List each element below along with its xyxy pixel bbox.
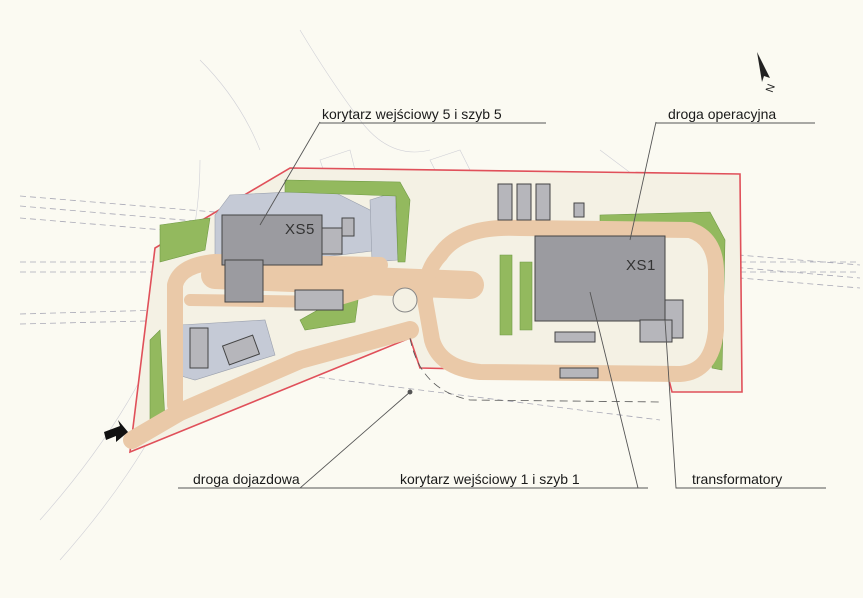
- label-corridor-1: korytarz wejściowy 1 i szyb 1: [400, 471, 580, 487]
- entry-arrow-icon: [104, 420, 128, 442]
- north-letter: N: [764, 83, 778, 95]
- building-xs5-low: [224, 259, 264, 303]
- building-xs1-main: [534, 235, 666, 322]
- roads: [123, 219, 724, 449]
- building-label-xs1: XS1: [626, 257, 656, 274]
- label-transformers: transformatory: [692, 471, 783, 487]
- north-arrow-icon: N: [757, 52, 778, 94]
- building-label-xs5: XS5: [285, 221, 315, 238]
- label-access-road: droga dojazdowa: [193, 471, 300, 487]
- label-corridor-5: korytarz wejściowy 5 i szyb 5: [322, 106, 502, 122]
- label-operational-road: droga operacyjna: [668, 106, 777, 122]
- label-underlines: [178, 122, 826, 489]
- buildings: [189, 183, 684, 379]
- roundabout: [392, 287, 418, 313]
